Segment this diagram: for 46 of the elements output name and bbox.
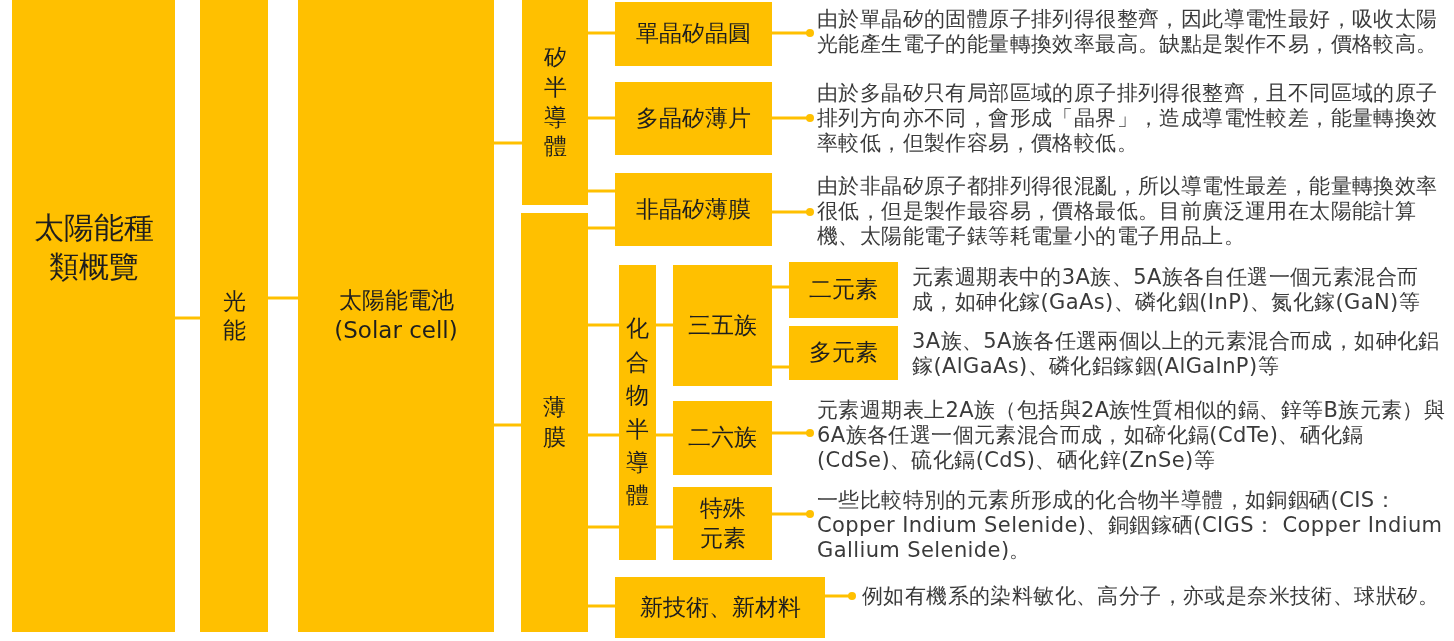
- category-box: 非晶矽薄膜: [615, 173, 772, 246]
- connector-line: [772, 365, 789, 369]
- connector-line: [268, 296, 298, 300]
- description-text: 一些比較特別的元素所形成的化合物半導體，如銅銦硒(CIS： Copper Indium Selenide)、銅銦鎵硒(CIGS： Copper Indium Gallium Selenide)。: [810, 488, 1450, 563]
- category-box: 二六族: [673, 401, 772, 475]
- connector-line: [588, 525, 619, 529]
- connector-line: [588, 189, 615, 193]
- category-box: 單晶矽晶圓: [615, 2, 772, 66]
- connector-line: [656, 323, 673, 327]
- connector-line: [772, 285, 789, 289]
- description-text: 由於非晶矽原子都排列得很混亂，所以導電性最差，能量轉換效率很低，但是製作最容易，價格最低。目前廣泛運用在太陽能計算機、太陽能電子錶等耗電量小的電子用品上。: [810, 174, 1450, 249]
- connector-line: [588, 226, 615, 230]
- leader-line: [772, 29, 814, 37]
- connector-line: [588, 116, 615, 120]
- connector-line: [494, 141, 522, 145]
- connector-line: [175, 316, 200, 320]
- leader-line: [825, 592, 856, 600]
- category-box: 薄膜: [521, 213, 588, 632]
- connector-line: [588, 433, 619, 437]
- description-text: 由於多晶矽只有局部區域的原子排列得很整齊，且不同區域的原子排列方向亦不同，會形成「晶界」，造成導電性較差，能量轉換效率較低，但製作容易，價格較低。: [810, 81, 1450, 156]
- connector-line: [588, 604, 615, 608]
- category-box: 太陽能種類概覽: [12, 0, 175, 632]
- category-box: 矽半導體: [522, 0, 588, 205]
- category-box: 新技術、新材料: [615, 577, 825, 638]
- description-text: 例如有機系的染料敏化、高分子，亦或是奈米技術、球狀矽。: [852, 584, 1452, 609]
- leader-line: [772, 114, 814, 122]
- leader-line: [772, 510, 814, 518]
- description-text: 元素週期表上2A族（包括與2A族性質相似的鎘、鋅等B族元素）與6A族各任選一個元素混合而成，如碲化鎘(CdTe)、硒化鎘(CdSe)、硫化鎘(CdS)、硒化鋅(ZnSe)等: [810, 398, 1450, 473]
- connector-line: [656, 525, 673, 529]
- category-box: 太陽能電池 (Solar cell): [298, 0, 494, 632]
- connector-line: [588, 31, 615, 35]
- description-text: 3A族、5A族各任選兩個以上的元素混合而成，如砷化鋁鎵(AlGaAs)、磷化鋁鎵銦(AlGaInP)等: [911, 329, 1441, 379]
- connector-line: [588, 323, 619, 327]
- leader-line: [772, 208, 814, 216]
- description-text: 元素週期表中的3A族、5A族各自任選一個元素混合而成，如砷化鎵(GaAs)、磷化銦(InP)、氮化鎵(GaN)等: [911, 265, 1422, 315]
- category-box: 二元素: [789, 262, 898, 318]
- category-box: 多晶矽薄片: [615, 82, 772, 155]
- connector-line: [494, 423, 521, 427]
- category-box: 特殊元素: [673, 487, 772, 560]
- category-box: 化合物半導體: [619, 265, 656, 560]
- category-box: 三五族: [673, 265, 772, 386]
- description-text: 由於單晶矽的固體原子排列得很整齊，因此導電性最好，吸收太陽光能產生電子的能量轉換效率最高。缺點是製作不易，價格較高。: [810, 7, 1450, 57]
- leader-line: [772, 429, 814, 437]
- connector-line: [656, 433, 673, 437]
- category-box: 光能: [200, 0, 268, 632]
- category-box: 多元素: [789, 326, 898, 380]
